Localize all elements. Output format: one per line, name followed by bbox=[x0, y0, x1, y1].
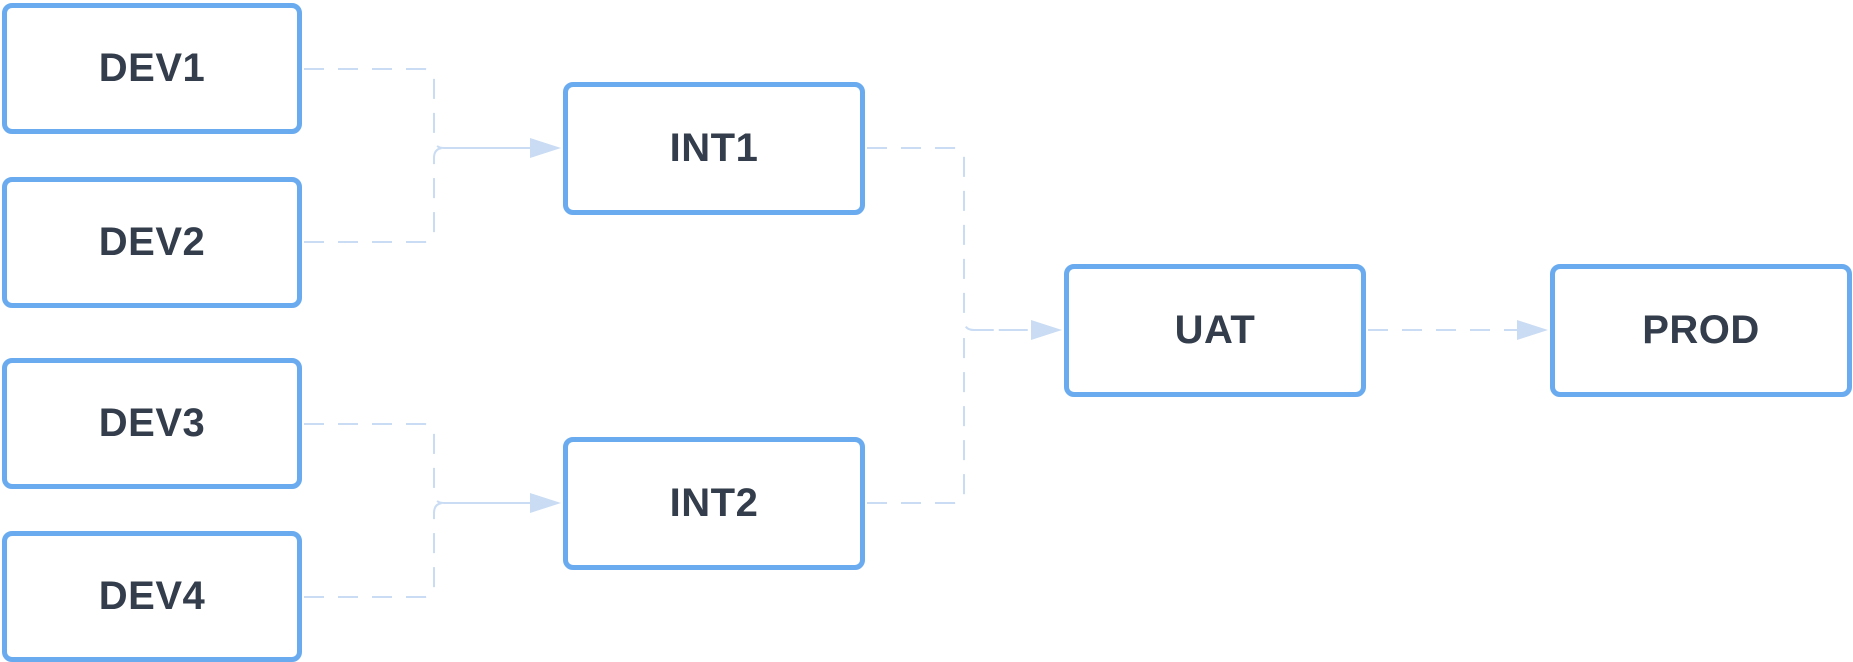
connector-int2-uat bbox=[867, 329, 1031, 504]
node-dev1-label: DEV1 bbox=[98, 46, 206, 90]
node-prod-label: PROD bbox=[1642, 308, 1760, 352]
node-int1[interactable]: INT1 bbox=[563, 82, 865, 215]
node-dev4-label: DEV4 bbox=[98, 574, 206, 618]
node-int1-label: INT1 bbox=[669, 126, 759, 170]
connector-dev2-int1 bbox=[304, 147, 530, 243]
arrowhead-int2 bbox=[530, 493, 561, 513]
node-dev2-label: DEV2 bbox=[98, 220, 206, 264]
node-dev1[interactable]: DEV1 bbox=[2, 3, 302, 134]
connector-dev1-int1 bbox=[304, 68, 530, 149]
arrowhead-uat bbox=[1031, 320, 1062, 340]
node-uat-label: UAT bbox=[1174, 308, 1256, 352]
node-dev2[interactable]: DEV2 bbox=[2, 177, 302, 308]
node-uat[interactable]: UAT bbox=[1064, 264, 1366, 397]
node-dev4[interactable]: DEV4 bbox=[2, 531, 302, 662]
node-dev3[interactable]: DEV3 bbox=[2, 358, 302, 489]
node-int2[interactable]: INT2 bbox=[563, 437, 865, 570]
arrowhead-int1 bbox=[530, 138, 561, 158]
node-int2-label: INT2 bbox=[669, 481, 759, 525]
connector-int1-uat bbox=[867, 147, 1031, 331]
connector-dev4-int2 bbox=[304, 502, 530, 598]
node-dev3-label: DEV3 bbox=[98, 401, 206, 445]
node-prod[interactable]: PROD bbox=[1550, 264, 1852, 397]
arrowhead-prod bbox=[1517, 320, 1548, 340]
connector-dev3-int2 bbox=[304, 423, 530, 504]
